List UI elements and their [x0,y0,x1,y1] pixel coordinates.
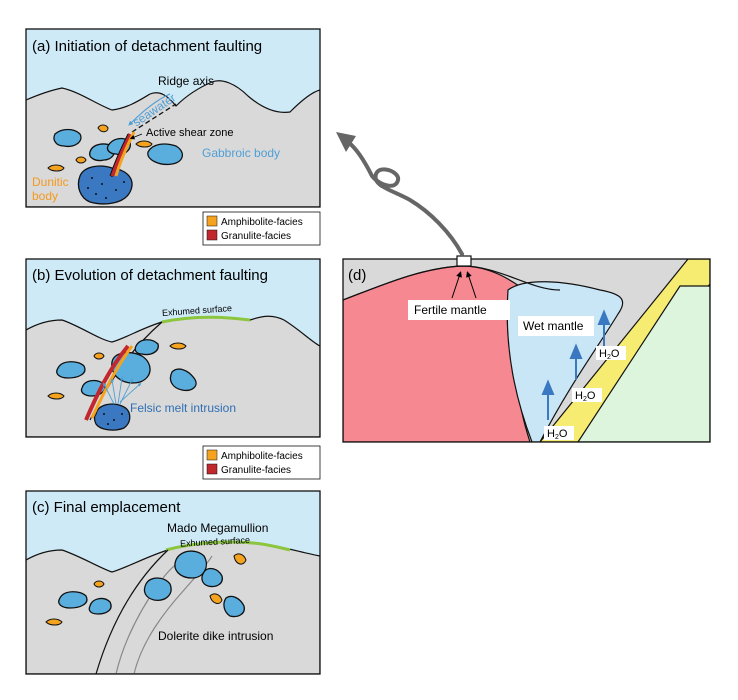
dunite-core-blob [93,403,131,431]
exhumed-surface-label: Exhumed surface [162,303,233,318]
panel-c-border [25,490,321,675]
gabbro-blob [88,597,112,615]
panel-c: (c) Final emplacement Mado Megamullion E… [25,490,321,675]
gabbroic-body-label: Gabbroic body [202,146,280,160]
panel-c-title: (c) Final emplacement [32,499,181,516]
shear-zone-red [110,133,132,177]
shear-zone-orange [90,345,134,419]
dunite-blob [75,156,87,164]
svg-text:H2O: H2O [547,428,568,441]
panel-b-border [25,258,321,438]
active-shear-zone-label: Active shear zone [146,127,233,139]
dunite-blob [135,140,153,148]
dunite-blob [93,352,105,360]
water-arrows [541,309,611,420]
detachment-fault [95,549,169,674]
legend-granulite: Granulite-facies [221,231,291,242]
fertile-arrow-right [466,271,477,299]
gabbro-blob [56,361,86,379]
dunite-blob [233,553,247,565]
blob-dots [103,413,123,425]
legend-amphibolite: Amphibolite-facies [221,451,303,462]
gabbro-blob [169,368,197,392]
connector-arrow [336,132,464,256]
panel-b: (b) Evolution of detachment faulting Exh… [25,258,321,438]
gabbro-blob [147,143,183,166]
gabbro-blob [223,595,245,618]
dunite-blob [169,342,187,350]
exhumed-surface-green [161,315,251,324]
legend-granulite: Granulite-facies [221,465,291,476]
dunite-blob [93,580,105,588]
gabbro-blob [174,550,207,579]
dunite-core-blob [77,165,133,205]
granulite-swatch [206,463,218,475]
fertile-arrow-left [451,271,462,299]
gabbro-blob [53,128,82,148]
wet-mantle-label-box [518,316,594,336]
fertile-mantle-label-box [408,300,510,320]
exhumed-surface-green [165,540,291,552]
seawater-arrow [128,93,171,126]
legend-amphibolite: Amphibolite-facies [221,217,303,228]
granulite-swatch [206,229,218,241]
h2o-label: H2O [596,346,626,361]
ridge-axis-label: Ridge axis [158,74,214,88]
svg-text:H2O: H2O [599,348,620,361]
dunitic-body-label-1: Dunitic [32,175,69,189]
svg-text:H2O: H2O [575,390,596,403]
panel-a: (a) Initiation of detachment faulting Ri… [25,28,321,208]
panel-a-title: (a) Initiation of detachment faulting [32,38,262,55]
gabbro-blob [143,577,172,601]
wet-mantle-label: Wet mantle [523,319,584,333]
plate-green [577,285,710,442]
exhumed-surface-label: Exhumed surface [180,535,250,549]
shear-zone-line [109,133,129,177]
legend-a: Amphibolite-facies Granulite-facies [202,211,321,246]
dunite-blob [47,392,65,400]
dunite-blob [209,593,223,604]
amphibolite-swatch [206,449,218,461]
panel-d: (d) Fertile mantle Wet mantle H2O H2O H2… [342,255,711,443]
felsic-melt-veins [103,376,142,405]
legend-b: Amphibolite-facies Granulite-facies [202,445,321,480]
sample-location-marker [456,255,472,267]
gabbro-blob [201,567,223,588]
fertile-mantle-label: Fertile mantle [414,303,487,317]
dunite-blob [45,618,63,626]
gabbro-blob [58,591,88,609]
panel-b-title: (b) Evolution of detachment faulting [32,267,268,284]
dunitic-body-label-2: body [32,189,58,203]
dunite-blob [47,164,65,172]
detachment-fault-dashed [131,103,177,133]
mado-megamullion-label: Mado Megamullion [167,521,268,535]
panel-a-border [25,28,321,208]
dunite-blob [97,124,109,133]
amphibolite-swatch [206,215,218,227]
panel-d-border [342,258,711,443]
shear-zone-red [84,344,130,421]
felsic-melt-label: Felsic melt intrusion [130,401,236,415]
panel-d-title: (d) [348,267,366,284]
gabbro-blob [134,339,159,356]
shear-zone-pointer [129,133,143,140]
h2o-label: H2O [544,426,574,441]
h2o-label: H2O [572,388,602,403]
dolerite-dike-label: Dolerite dike intrusion [158,629,273,643]
fertile-mantle [343,265,531,442]
blob-dots [87,175,125,199]
connector-arrowhead [336,132,356,152]
